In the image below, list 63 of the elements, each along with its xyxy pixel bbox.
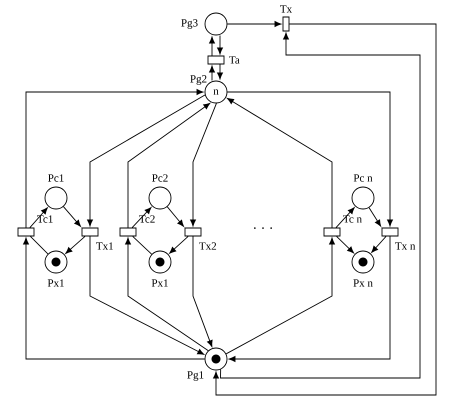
place-circle [352,186,374,210]
arrow [227,92,393,226]
transition-box [324,228,340,236]
arrow [368,207,382,227]
arrow [371,236,386,253]
place-circle [352,250,374,274]
arrow [132,207,152,228]
transition-box [120,228,136,236]
place-label: Pg1 [187,371,204,381]
place-label: Pg2 [190,75,206,85]
arrow [29,207,48,228]
transition-label: Tc2 [139,215,155,223]
place-circle [148,186,172,210]
arrow [190,103,217,226]
transition-label: Tc n [343,215,362,223]
place-circle [44,250,68,274]
arrow [227,21,282,27]
place-circle [148,250,172,274]
transition-label: Tx1 [96,242,113,250]
arrow [87,94,206,226]
place-label: Pc n [354,174,372,182]
arrow [166,206,184,227]
ellipsis: · · · [254,227,272,229]
transition-box [382,228,398,236]
arrow [26,89,204,228]
transition-label: Tx2 [199,242,216,250]
transition-label: Tc1 [37,215,53,223]
place-label: Px n [353,279,373,287]
arrow [228,236,390,362]
arrow [209,36,215,56]
arrow [63,206,81,227]
arrow [125,238,209,352]
transition-box [208,56,224,64]
arrow [220,32,420,378]
transition-label: Tx n [395,242,416,250]
transition-label: Ta [229,56,240,64]
arrow [336,207,355,228]
arrow [217,35,223,54]
arrow [336,236,354,254]
transition-box [184,228,202,236]
transition-box [18,228,34,236]
place-circle [204,12,228,36]
transition-box [282,16,290,32]
arrow [128,102,210,228]
transition-box [82,228,98,236]
place-label: Pc2 [152,174,168,182]
place-circle [44,186,68,210]
arrow [65,236,86,254]
place-label: Pc1 [48,174,64,182]
arrow [227,98,332,228]
place-label: Px1 [48,279,64,287]
place-circle [204,348,228,370]
arrow [192,236,213,347]
arrow [209,66,215,81]
place-label: Pg3 [181,19,198,29]
arrow [213,24,436,396]
place-label: Px1 [152,279,168,287]
transition-label: Tx [280,5,292,13]
arrow [169,236,189,254]
arrow [23,238,205,360]
arrow [217,64,223,80]
arrow [226,238,335,354]
arrow [90,236,204,355]
